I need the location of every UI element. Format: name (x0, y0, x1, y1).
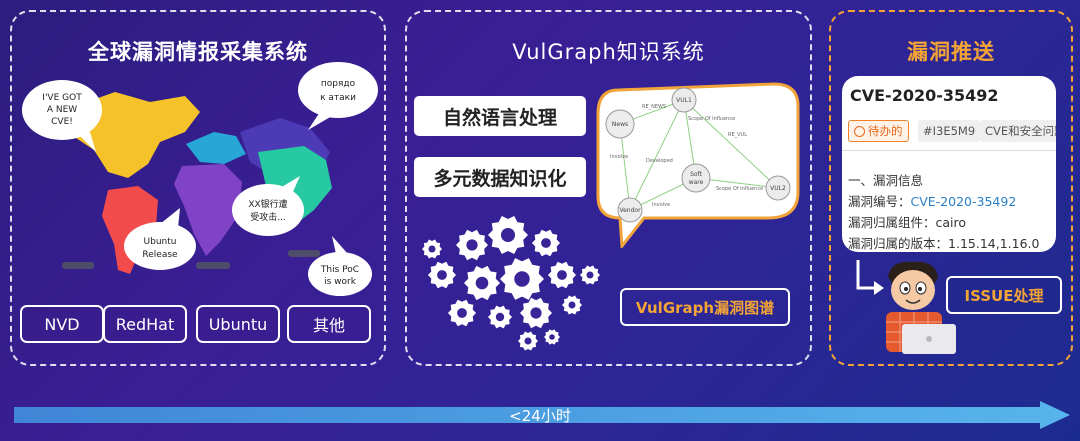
world-map: I'VE GOT A NEW CVE! порядо к атаки XX银行遭… (22, 62, 378, 296)
status-badge: 待办的 (848, 120, 909, 142)
issue-handle-button[interactable]: ISSUE处理 (946, 276, 1062, 314)
gear-icon (448, 299, 476, 327)
gear-icon (488, 305, 512, 329)
field-label: 漏洞编号： (848, 194, 911, 209)
bubble-poc-works: This PoC is work (308, 236, 372, 296)
gear-icon (548, 261, 576, 289)
node-label: VUL2 (770, 185, 786, 192)
graph-node (617, 197, 643, 223)
nlp-button[interactable]: 自然语言处理 (414, 96, 586, 136)
issue-id-tag: #I3E5M9 (918, 120, 981, 142)
vulgraph-title: VulGraph知识系统 (512, 40, 705, 64)
graph-node (671, 87, 697, 113)
gear-brain-icon (422, 216, 600, 351)
ground-bar (196, 262, 230, 269)
field-cve-id: 漏洞编号：CVE-2020-35492 (848, 191, 1016, 210)
source-other-button[interactable]: 其他 (287, 305, 371, 343)
field-value: 1.15.14,1.16.0 (948, 236, 1040, 251)
edge-label: Scope Of Influence (688, 116, 735, 122)
gear-icon (500, 258, 544, 300)
gear-icon (456, 229, 488, 261)
graph-node (681, 163, 711, 193)
bubble-text-line: CVE! (51, 117, 73, 127)
clock-icon (854, 125, 865, 137)
field-label: 漏洞归属的版本： (848, 236, 949, 251)
gear-icon (544, 329, 560, 345)
bubble-text-line: Ubuntu (144, 237, 177, 247)
intel-collection-panel: 全球漏洞情报采集系统 (10, 10, 386, 366)
source-ubuntu-button[interactable]: Ubuntu (196, 305, 280, 343)
category-tag: CVE和安全问题 (980, 120, 1056, 142)
bubble-bank-attack: XX银行遭 受攻击... (232, 176, 304, 236)
field-version: 漏洞归属的版本：1.15.14,1.16.0 (848, 233, 1039, 252)
knowledge-graph: RE_NEWS Scope Of Influence RE_VUL Involv… (596, 82, 800, 248)
bubble-text-line: I'VE GOT (42, 93, 82, 103)
gear-icon (520, 297, 552, 329)
developer-avatar (886, 261, 956, 354)
gear-icon (532, 229, 560, 257)
gear-icon (518, 331, 538, 351)
node-label: Soft (690, 171, 702, 178)
gear-icon (580, 265, 600, 285)
node-label: News (612, 121, 628, 128)
edge-label: Involve (610, 154, 628, 160)
africa-shape (174, 164, 242, 256)
source-nvd-button[interactable]: NVD (20, 305, 104, 343)
bubble-text-line: 受攻击... (250, 211, 286, 223)
edge-label: Scope Of Influence (716, 186, 763, 192)
node-label: VUL1 (676, 97, 692, 104)
gear-icon (464, 265, 500, 301)
source-redhat-button[interactable]: RedHat (103, 305, 187, 343)
status-badge-label: 待办的 (868, 124, 903, 138)
cve-card[interactable]: CVE-2020-35492 待办的 #I3E5M9 CVE和安全问题 一、漏洞… (842, 76, 1056, 252)
field-value: cairo (935, 215, 967, 230)
vulgraph-map-button[interactable]: VulGraph漏洞图谱 (620, 288, 790, 326)
bubble-text-line: A NEW (47, 105, 77, 115)
ground-bar (288, 250, 320, 257)
gear-icon (488, 216, 528, 254)
ground-bar (62, 262, 94, 269)
graph-node (605, 109, 635, 139)
timeline-arrow (14, 401, 1070, 429)
europe-shape (186, 132, 246, 164)
graph-node (765, 175, 791, 201)
cve-card-title: CVE-2020-35492 (850, 86, 999, 105)
gear-icon (428, 261, 456, 289)
bubble-text-line: This PoC (320, 265, 359, 275)
gear-icon (422, 239, 442, 259)
intel-collection-title: 全球漏洞情报采集系统 (88, 40, 308, 64)
bubble-text-line: порядо (321, 79, 356, 89)
bubble-text-line: is work (324, 277, 357, 287)
timeline-label: <24小时 (509, 407, 571, 425)
bubble-ubuntu-release: Ubuntu Release (124, 208, 196, 270)
down-right-arrow-icon (856, 260, 884, 295)
bubble-text-line: XX银行遭 (248, 198, 287, 210)
node-label: ware (689, 179, 704, 186)
field-component: 漏洞归属组件：cairo (848, 212, 966, 231)
gear-icon (562, 295, 582, 315)
edge-label: RE_VUL (728, 132, 747, 138)
edge-label: Developed (646, 158, 673, 164)
edge-label: RE_NEWS (642, 104, 666, 110)
bubble-text-line: Release (142, 250, 178, 260)
vuln-push-panel: 漏洞推送 (829, 10, 1073, 366)
vuln-push-title: 漏洞推送 (907, 40, 995, 64)
bubble-new-cve: I'VE GOT A NEW CVE! (22, 80, 102, 152)
section-heading: 一、漏洞信息 (848, 173, 924, 188)
vulgraph-panel: VulGraph知识系统 (405, 10, 812, 366)
bubble-text-line: к атаки (320, 93, 356, 103)
cve-id-link[interactable]: CVE-2020-35492 (910, 194, 1017, 209)
north-america-shape (70, 92, 200, 178)
node-label: Vendor (619, 207, 641, 214)
edge-label: Involve (652, 202, 670, 208)
south-america-shape (102, 186, 158, 274)
bubble-attack-ru: порядо к атаки (298, 62, 378, 130)
multi-source-knowledge-button[interactable]: 多元数据知识化 (414, 157, 586, 197)
card-divider (842, 150, 1056, 151)
field-label: 漏洞归属组件： (848, 215, 936, 230)
